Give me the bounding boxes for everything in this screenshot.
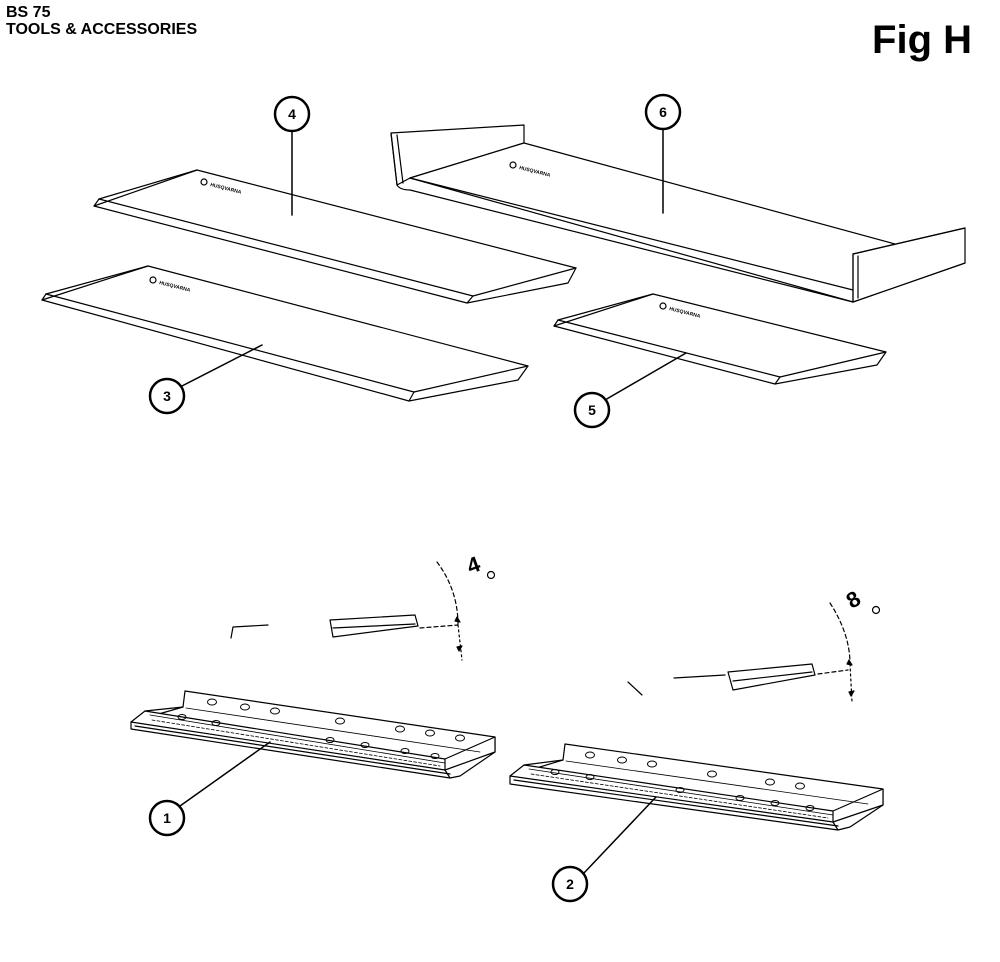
section-title: TOOLS & ACCESSORIES xyxy=(6,21,198,38)
svg-text:4: 4 xyxy=(463,551,484,579)
figure-label: Fig H xyxy=(872,18,972,62)
angle-detail-right xyxy=(627,602,855,703)
part-5-blade: HUSQVARNA xyxy=(553,293,887,385)
callout-5: 5 xyxy=(573,391,611,429)
part-4-blade: HUSQVARNA xyxy=(93,169,577,304)
angle-detail-left xyxy=(230,561,463,661)
leader-lines xyxy=(179,128,687,874)
part-6-tray: HUSQVARNA xyxy=(390,124,966,303)
callout-3: 3 xyxy=(148,377,186,415)
svg-text:4: 4 xyxy=(288,106,296,122)
mounting-holes xyxy=(177,698,465,759)
svg-text:3: 3 xyxy=(163,388,171,404)
angle-label-right: 8 xyxy=(842,586,881,615)
part-3-blade: HUSQVARNA xyxy=(41,265,529,402)
callout-2: 2 xyxy=(551,865,589,903)
callout-1: 1 xyxy=(148,799,186,837)
part-1-base-plate xyxy=(130,690,496,779)
svg-text:1: 1 xyxy=(163,810,171,826)
svg-text:5: 5 xyxy=(588,402,596,418)
document-header: BS 75 TOOLS & ACCESSORIES xyxy=(6,4,197,38)
callout-4: 4 xyxy=(273,95,311,133)
svg-text:8: 8 xyxy=(842,586,865,614)
svg-text:6: 6 xyxy=(659,104,667,120)
part-2-base-plate xyxy=(509,743,884,831)
angle-label-left: 4 xyxy=(463,551,496,580)
model-label: BS 75 xyxy=(6,4,51,21)
mounting-holes xyxy=(550,751,815,811)
callout-6: 6 xyxy=(644,93,682,131)
svg-text:2: 2 xyxy=(566,876,574,892)
